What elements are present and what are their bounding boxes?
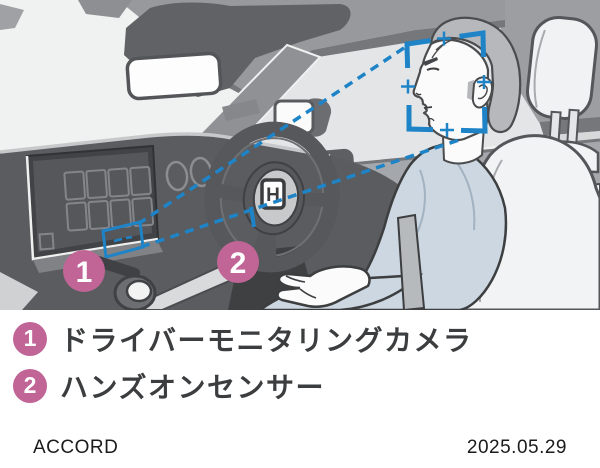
marker-1-number: 1 xyxy=(76,256,93,289)
frame-crosshairs xyxy=(401,31,491,137)
screen-app-grid xyxy=(63,165,154,232)
eye xyxy=(426,67,440,71)
driver-hand xyxy=(276,265,371,308)
driver xyxy=(257,16,522,310)
marker-2-number: 2 xyxy=(230,247,247,280)
driver-ear xyxy=(471,76,493,109)
legend-item-1: 1 ドライバーモニタリングカメラ xyxy=(13,322,472,356)
mouth xyxy=(423,106,433,109)
mirror-glass xyxy=(125,51,223,101)
pillar-trim xyxy=(222,99,260,121)
air-vent xyxy=(165,160,189,192)
driver-hair xyxy=(429,16,522,134)
publish-date: 2025.05.29 xyxy=(466,437,567,458)
legend: 1 ドライバーモニタリングカメラ 2 ハンズオンセンサー xyxy=(13,322,472,416)
legend-marker-1: 1 xyxy=(13,322,47,356)
seatbelt xyxy=(396,213,426,310)
face-tracking-frame xyxy=(401,30,491,137)
marker-1: 1 xyxy=(63,250,105,292)
legend-label-1: ドライバーモニタリングカメラ xyxy=(60,325,473,356)
car-interior-illustration: H xyxy=(0,0,600,310)
legend-marker-2: 2 xyxy=(13,369,47,403)
driver-torso xyxy=(328,142,508,310)
rearview-mirror xyxy=(124,2,351,101)
eyebrow xyxy=(423,57,438,66)
headrest xyxy=(526,16,598,120)
sun-visor xyxy=(78,0,132,18)
footer: ACCORD 2025.05.29 xyxy=(0,437,600,459)
model-name: ACCORD xyxy=(33,437,119,458)
center-console xyxy=(0,256,253,310)
camera-sightlines xyxy=(137,44,463,249)
marker-2: 2 xyxy=(217,241,259,283)
legend-label-2: ハンズオンセンサー xyxy=(60,372,325,403)
honda-h-logo: H xyxy=(266,185,280,206)
legend-item-2: 2 ハンズオンセンサー xyxy=(13,369,472,403)
